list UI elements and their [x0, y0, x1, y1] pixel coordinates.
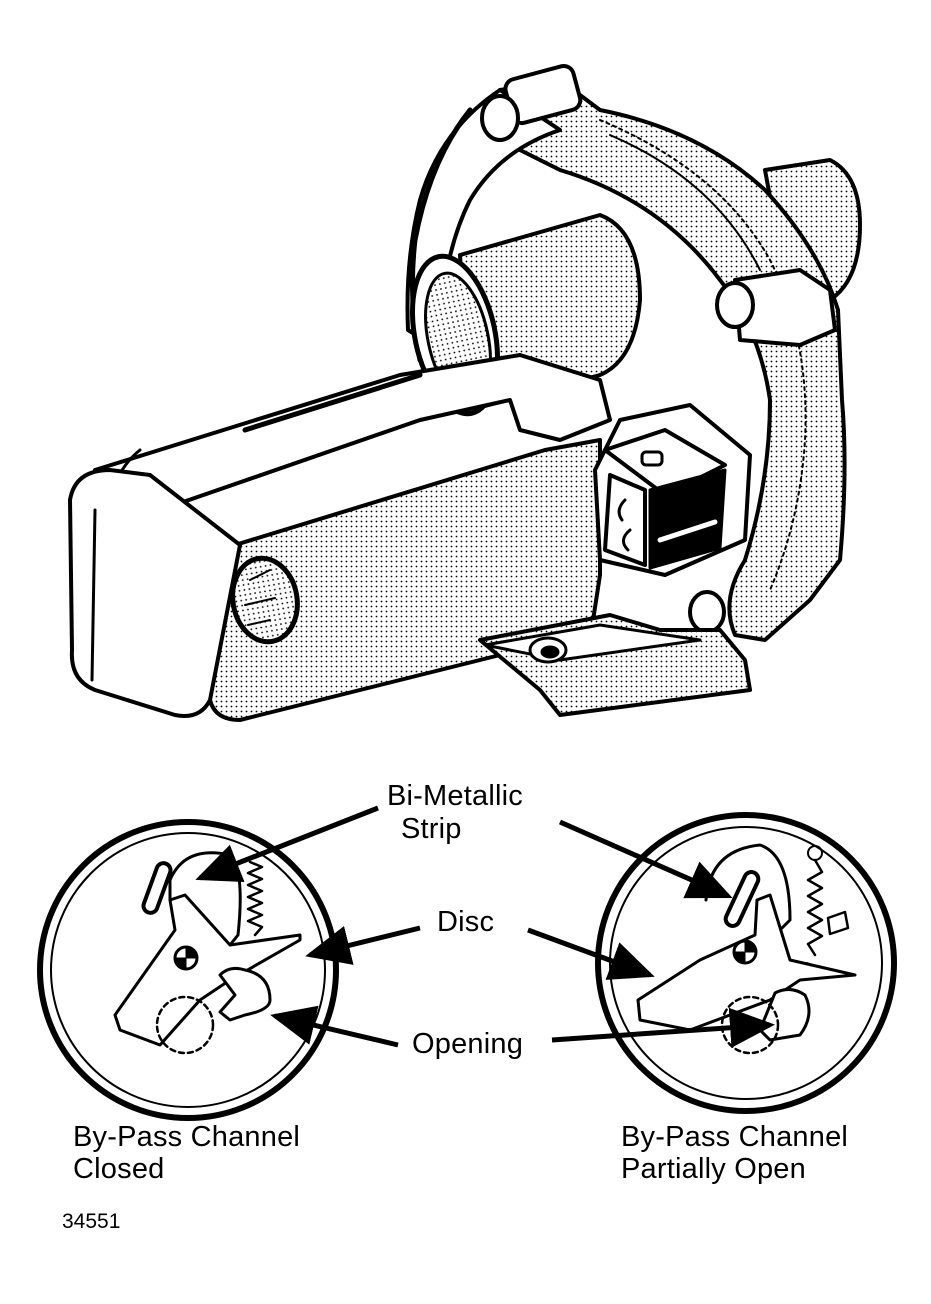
caption-left-line2: Closed — [73, 1153, 165, 1185]
figure-number: 34551 — [62, 1210, 121, 1233]
arrow-bimetal-right — [558, 819, 733, 899]
arrow-disc-right — [527, 927, 655, 980]
valve-assembly-illustration — [68, 63, 862, 722]
caption-right-line1: By-Pass Channel — [621, 1121, 849, 1153]
bimetallic-strip-shape — [723, 870, 761, 928]
label-bimetallic-strip-line2: Strip — [401, 813, 462, 845]
electrical-connector — [593, 403, 752, 577]
arrow-disc-left — [305, 925, 421, 965]
mounting-flange — [478, 613, 752, 717]
bypass-channel-dashed — [155, 995, 215, 1055]
label-opening: Opening — [412, 1028, 524, 1060]
arrow-opening-right — [551, 1007, 775, 1048]
bypass-closed-disc-view — [37, 819, 339, 1121]
spring — [246, 860, 264, 937]
outer-ring — [595, 812, 897, 1114]
inner-ring — [50, 832, 326, 1108]
leader-arrows — [195, 805, 775, 1048]
caption-left-line1: By-Pass Channel — [73, 1121, 301, 1153]
bypass-open-disc-view — [595, 812, 897, 1114]
label-bimetallic-strip-line1: Bi-Metallic — [387, 780, 523, 812]
bypass-channel-dashed — [720, 995, 780, 1055]
spring — [806, 858, 824, 957]
spring-anchor — [807, 845, 823, 861]
label-disc: Disc — [437, 906, 495, 938]
bimetallic-strip-shape — [141, 861, 173, 915]
caption-right-line2: Partially Open — [621, 1153, 806, 1185]
arrow-opening-left — [270, 1005, 399, 1048]
valve-housing — [405, 63, 847, 642]
arrow-bimetal-left — [195, 805, 379, 882]
outer-ring — [37, 819, 339, 1121]
disc-shape — [113, 893, 302, 1047]
opening-shape — [218, 966, 272, 1022]
